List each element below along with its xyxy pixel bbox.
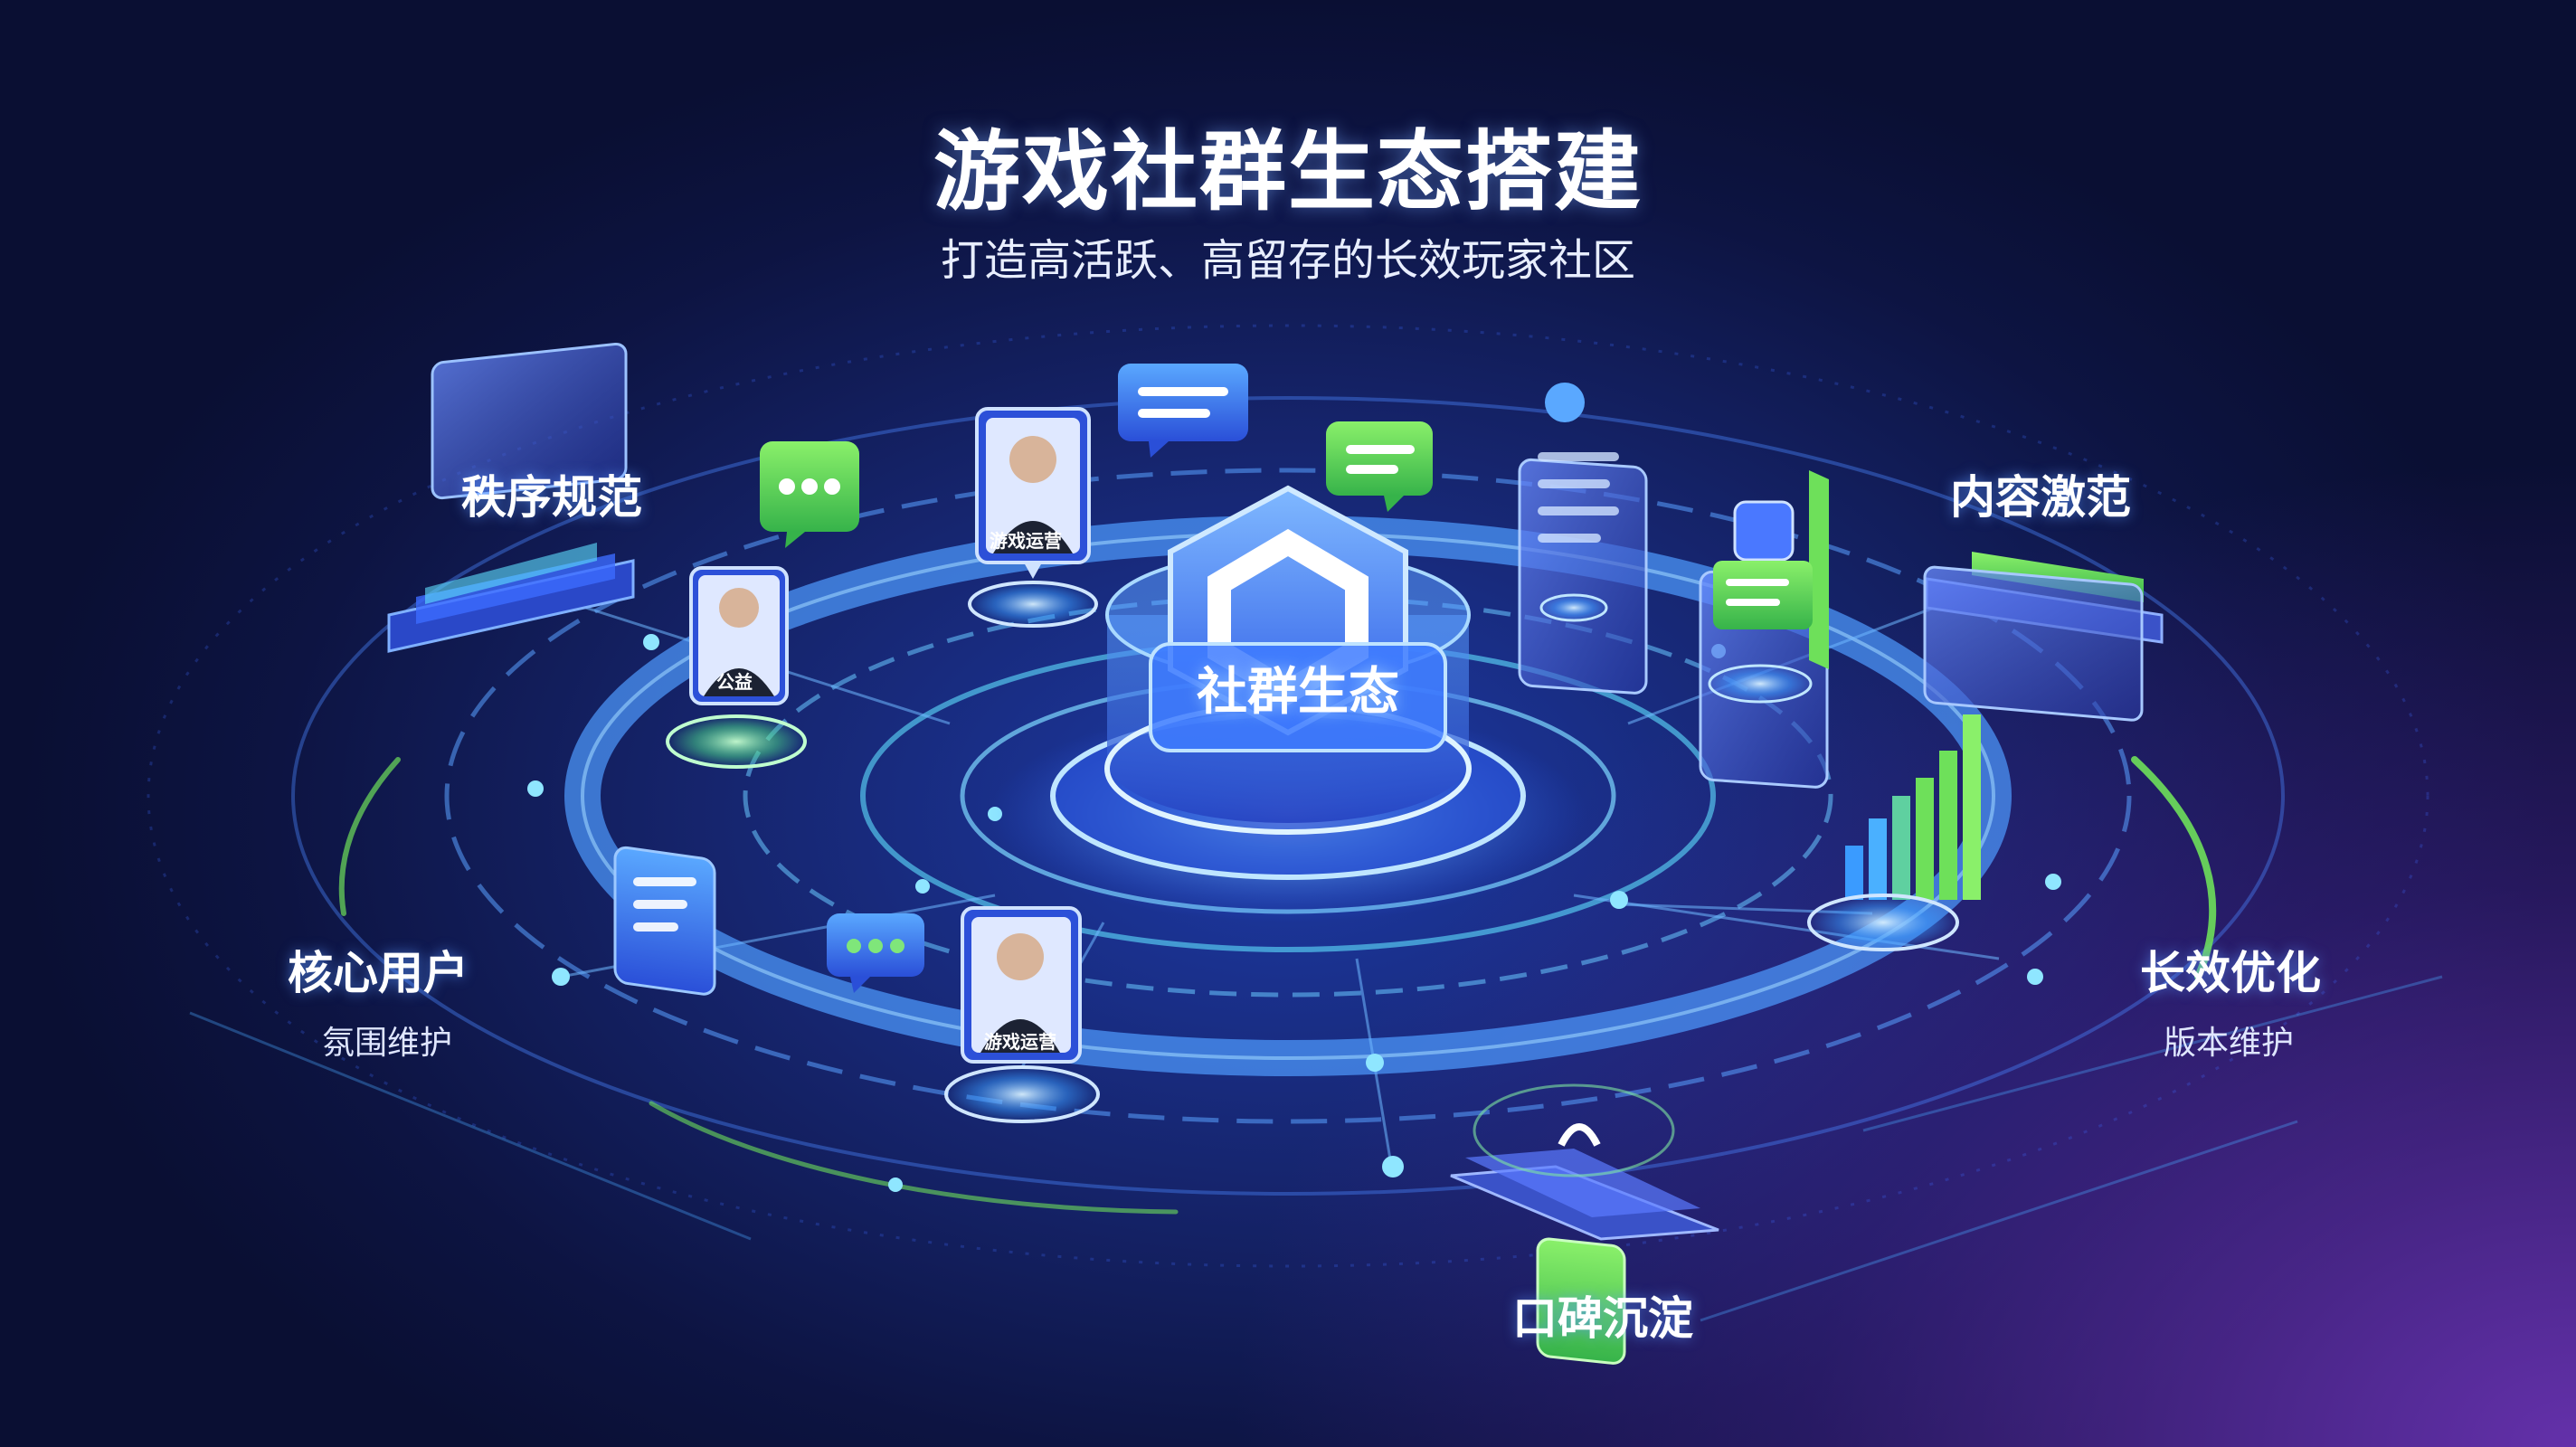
- node-label-core: 核心用户: [288, 947, 469, 999]
- info-cards: [1518, 383, 1829, 789]
- light-streaks: [189, 975, 2443, 1322]
- avatar-tag-bottom: 游戏运营: [984, 1031, 1056, 1053]
- reputation-platform: [1450, 1083, 1719, 1365]
- bar-chart-icon: [1807, 714, 1981, 951]
- node-label-optimize: 长效优化: [2140, 947, 2321, 999]
- avatar-tag-top: 游戏运营: [990, 530, 1062, 552]
- node-sublabel-optimize: 版本维护: [2164, 1025, 2295, 1062]
- chat-bubbles: [613, 364, 1433, 996]
- node-label-content: 内容激范: [1950, 471, 2131, 524]
- green-arc-accents: [338, 756, 2217, 1215]
- avatar-card-top: [968, 407, 1098, 628]
- avatar-card-left: [666, 566, 807, 769]
- page-subtitle: 打造高活跃、高留存的长效玩家社区: [940, 235, 1635, 286]
- node-label-order: 秩序规范: [461, 471, 642, 524]
- node-sublabel-core: 氛围维护: [322, 1025, 453, 1062]
- page-title: 游戏社群生态搭建: [933, 121, 1643, 222]
- avatar-tag-left: 公益: [716, 671, 753, 693]
- order-panel: [387, 342, 635, 653]
- central-pedestal: [990, 485, 1586, 922]
- center-label: 社群生态: [1197, 663, 1399, 722]
- avatar-card-bottom: [944, 906, 1100, 1123]
- node-label-reputation: 口碑沉淀: [1512, 1292, 1693, 1345]
- content-panel: [1923, 552, 2164, 722]
